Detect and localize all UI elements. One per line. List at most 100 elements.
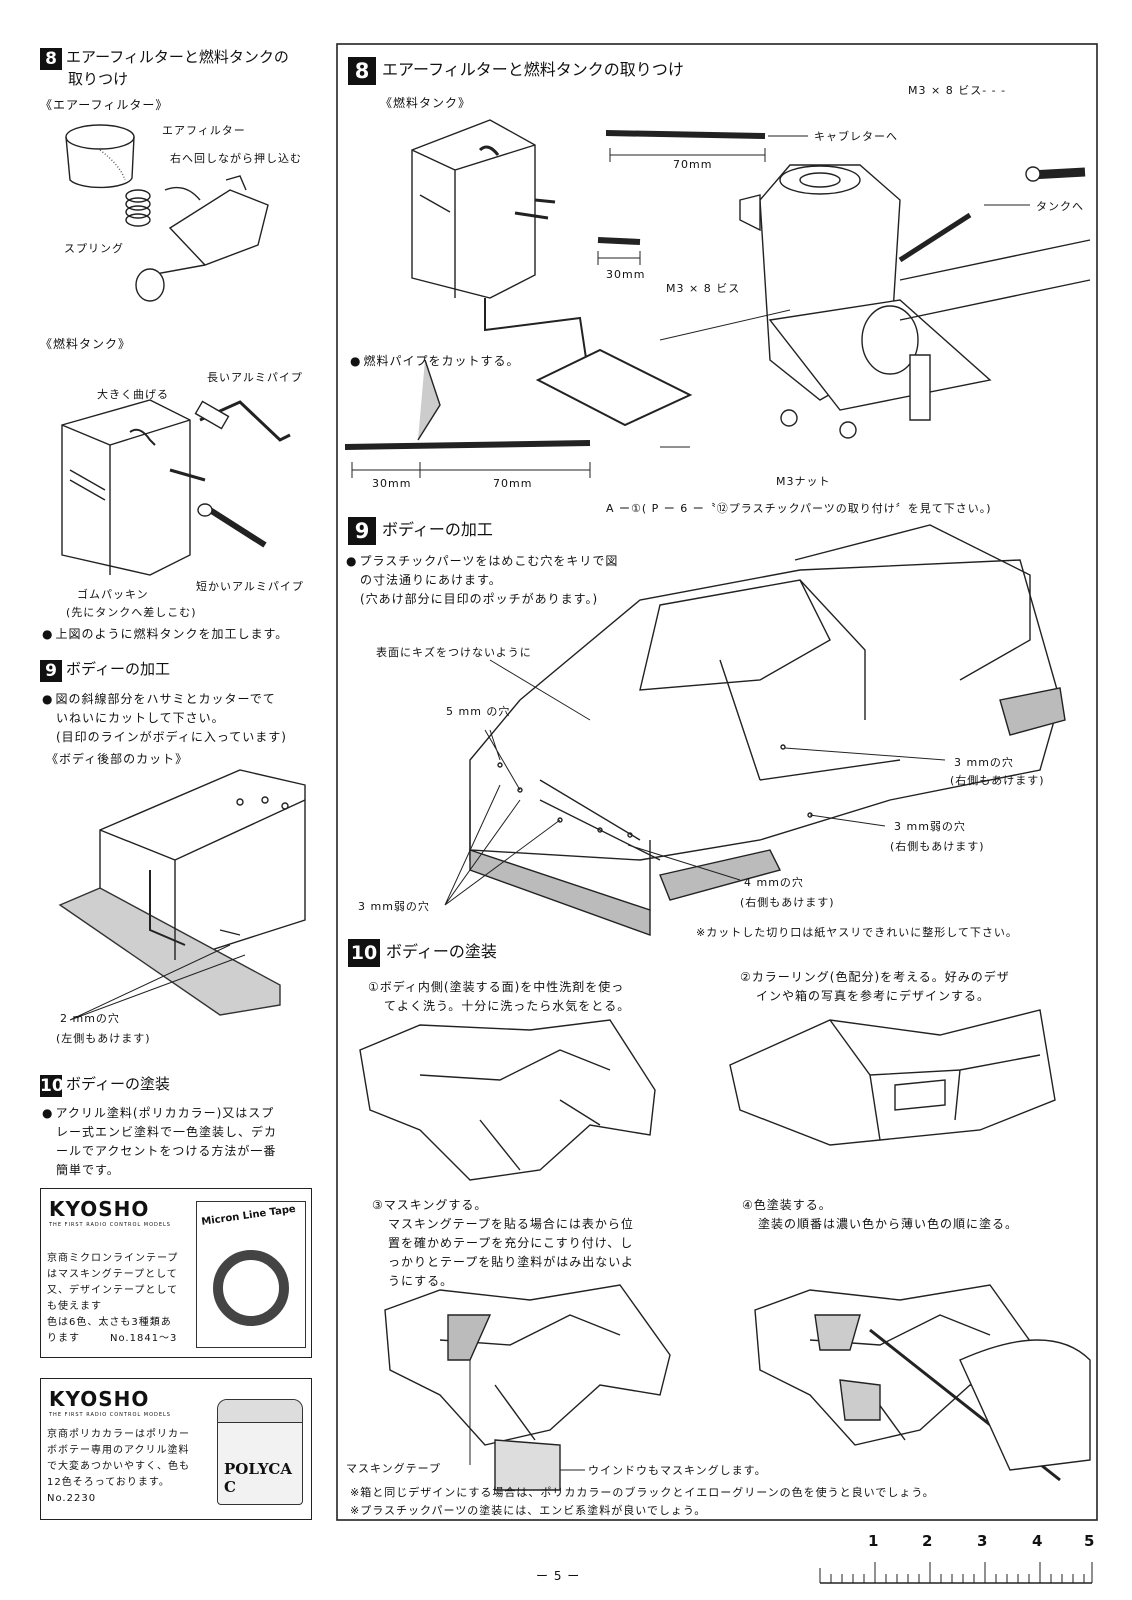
left-step10-text: アクリル塗料(ポリカカラー)又はスプ レー式エンビ塗料で一色塗装し、デカ ールで… [42,1104,277,1180]
fuel-tank-right-drawing [344,119,1091,450]
label-window-masking: ウインドウもマスキングします。 [588,1464,767,1477]
text-line: 置を確かめテープを充分にこすり付け、し [388,1236,634,1250]
paint-step2-drawing [729,1009,1056,1146]
text-line: インや箱の写真を参考にデザインする。 [756,989,991,1003]
step-title: ボディーの加工 [382,520,493,539]
step-title: エアーフィルターと燃料タンクの取りつけ [382,60,684,79]
text-line: ボボテー専用のアクリル塗料 [47,1445,190,1456]
paint-step1-text: ①ボディ内側(塗装する面)を中性洗剤を使っ てよく洗う。十分に洗ったら水気をとる… [368,978,630,1016]
paint-step3-text: ③マスキングする。 マスキングテープを貼る場合には表から位 置を確かめテープを充… [372,1196,634,1291]
right-panel-frame [336,43,1098,1521]
label-3mm-weak-hole-left: 3 mm弱の穴 [358,900,430,913]
ruler-label-5: 5 [1084,1532,1095,1550]
text-line: 12色そろっております。 [47,1477,170,1488]
note-box-design: ※箱と同じデザインにする場合は、ポリカカラーのブラックとイエローグリーンの色を使… [350,1486,935,1499]
label-push-in: 右へ回しながら押し込む [170,152,302,165]
label-screw-m3x8-2: M3 × 8 ビス [666,282,741,295]
label-rubber-packing: ゴムパッキン [77,588,149,601]
step-title-line2: 取りつけ [68,70,129,88]
tape-roll [213,1250,289,1326]
text-line: ールでアクセントをつける方法が一番 [56,1144,277,1158]
truck-leaders [69,659,946,1021]
label-3mm-note: (右側もあけます) [950,774,1045,787]
text-line: てよく洗う。十分に洗ったら水気をとる。 [384,999,631,1013]
label-5mm-hole: 5 mm の穴 [446,705,511,718]
ruler-label-1: 1 [868,1532,879,1550]
text-line: いねいにカットして下さい。 [56,711,225,725]
kyosho-logo: KYOSHO [49,1387,150,1411]
text-line: 塗装の順番は濃い色から薄い色の順に塗る。 [758,1217,1019,1231]
label-2mm-hole: 2 mmの穴 [60,1012,120,1025]
label-screw-m3x8: M3 × 8 ビス- - - [908,84,1007,97]
right-step9-text: プラスチックパーツをはめこむ穴をキリで図 の寸法通りにあけます。 (穴あけ部分に… [346,552,618,609]
label-rubber-note: (先にタンクへ差しこむ) [66,606,197,619]
cut-pipe-note: 燃料パイプをカットする。 [350,352,520,371]
label-to-carburetor: キャブレターへ [814,130,898,143]
text-line: はマスキングテープとして [47,1269,178,1280]
step-number: 8 [40,48,62,70]
label-2mm-note: (左側もあけます) [56,1032,151,1045]
air-filter-drawing [65,124,269,302]
step-number: 10 [40,1075,64,1097]
paint-step2-text: ②カラーリング(色配分)を考える。好みのデザ インや箱の写真を参考にデザインする… [740,968,1010,1006]
ad-micron-line-tape: KYOSHO THE FIRST RADIO CONTROL MODELS Mi… [40,1188,312,1358]
dim-30mm-mid: 30mm [606,268,646,281]
right-step9-heading: 9 ボディーの加工 [348,516,493,545]
paint-leaders [469,1360,585,1471]
air-filter-heading: 《エアーフィルター》 [40,98,169,112]
paint-step3-drawing [384,1284,671,1491]
paint-step4-drawing [754,1284,1091,1482]
dim-70mm: 70mm [493,477,533,490]
text-line: 京商ミクロンラインテープ [47,1253,179,1264]
product-code: No.1841～3 [110,1333,178,1344]
text-line: ③マスキングする。 [372,1198,488,1212]
body-rear-heading: 《ボディ後部のカット》 [46,752,189,766]
text-line: ①ボディ内側(塗装する面)を中性洗剤を使っ [368,980,625,994]
step-title: ボディーの塗装 [386,942,497,961]
step-number: 9 [40,660,62,682]
ad-polyca-color: KYOSHO THE FIRST RADIO CONTROL MODELS PO… [40,1378,312,1520]
text-line: ②カラーリング(色配分)を考える。好みのデザ [740,970,1010,984]
tape-package: Micron Line Tape [196,1201,306,1348]
text-line: 簡単です。 [56,1163,120,1177]
label-3mm-weak-note: (右側もあけます) [890,840,985,853]
ruler-label-4: 4 [1032,1532,1043,1550]
kyosho-tagline: THE FIRST RADIO CONTROL MODELS [49,1222,171,1228]
fuel-tank-note: 上図のように燃料タンクを加工します。 [42,625,288,644]
ruler-label-2: 2 [922,1532,933,1550]
step-title: ボディーの加工 [66,660,170,678]
product-code: No.2230 [47,1493,97,1504]
text-line: プラスチックパーツをはめこむ穴をキリで図 [346,552,618,571]
fuel-tank-heading-right: 《燃料タンク》 [380,96,472,110]
label-to-tank: タンクへ [1036,200,1084,213]
text-line: で大変あつかいやすく、色も [47,1461,190,1472]
paint-jar: POLYCA C [217,1399,303,1505]
ruler-label-3: 3 [977,1532,988,1550]
text-line: 京商ポリカカラーはポリカー [47,1429,190,1440]
text-line: アクリル塗料(ポリカカラー)又はスプ [42,1104,277,1123]
label-4mm-hole: 4 mmの穴 [744,876,804,889]
page-number: ー 5 ー [536,1569,581,1583]
tape-product-name: Micron Line Tape [200,1203,297,1228]
text-line: 色は6色、太さも3種類あ [47,1317,172,1328]
note-plastic-paint: ※プラスチックパーツの塗装には、エンビ系塗料が良いでしょう。 [350,1504,707,1517]
text-line: ④色塗装する。 [742,1198,832,1212]
label-m3-nut: M3ナット [776,475,831,488]
step-number: 9 [348,516,376,545]
kyosho-tagline: THE FIRST RADIO CONTROL MODELS [49,1412,171,1418]
cut-finish-note: ※カットした切り口は紙ヤスリできれいに整形して下さい。 [696,926,1018,939]
text-line: も使えます [47,1301,102,1312]
truck-body-drawing [469,524,1066,936]
fuel-tank-left-drawing [61,399,291,576]
body-rear-drawing [58,769,306,1016]
step-title: ボディーの塗装 [66,1075,170,1093]
label-masking-tape: マスキングテープ [346,1462,442,1475]
ad2-description: 京商ポリカカラーはポリカー ボボテー専用のアクリル塗料 で大変あつかいやすく、色… [47,1427,217,1507]
text-line: マスキングテープを貼る場合には表から位 [388,1217,634,1231]
footer-ruler [819,1562,1093,1584]
label-3mm-weak-hole: 3 mm弱の穴 [894,820,966,833]
